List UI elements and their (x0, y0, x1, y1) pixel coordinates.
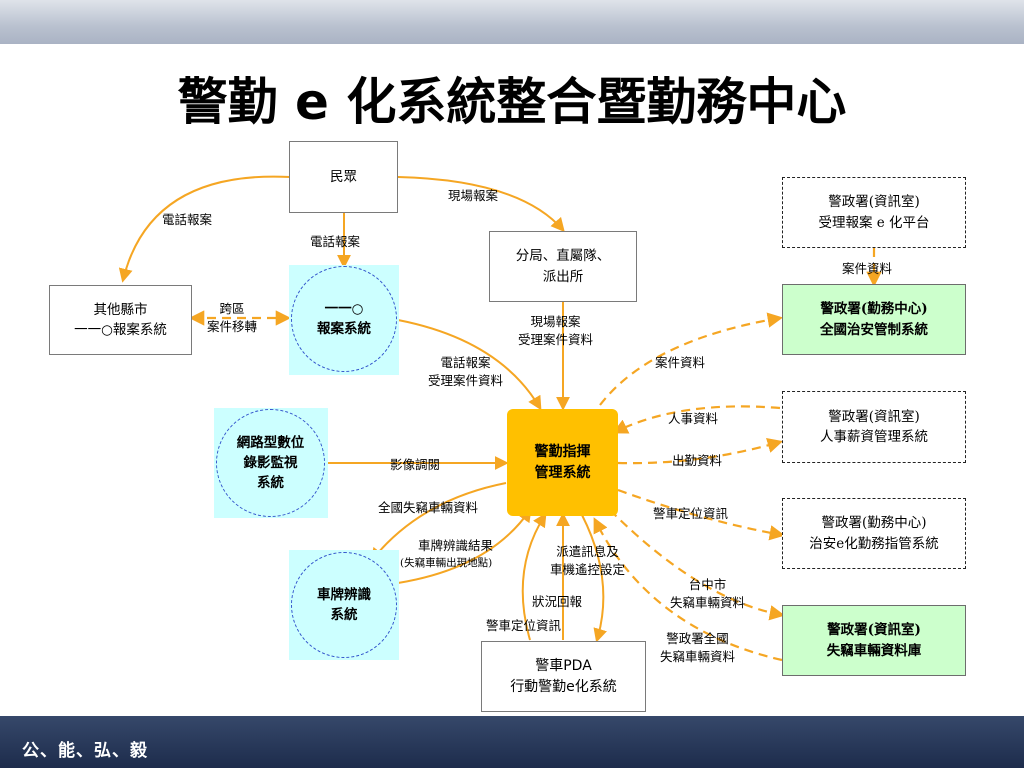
other-city-node: 其他縣市 一一○報案系統 (49, 285, 192, 355)
arrow-core-to-stolen-db (609, 509, 786, 621)
core-command-system: 警勤指揮 管理系統 (507, 409, 618, 516)
arrow-core-to-duty-center (599, 312, 784, 406)
arrow-core-to-duty-e (617, 488, 786, 541)
plate-node: 車牌辨識 系統 (291, 552, 397, 658)
arrow-plate-to-core (397, 507, 532, 584)
label-taichung-stolen: 台中市 失竊車輛資料 (670, 577, 746, 610)
page-title: 警勤 e 化系統整合暨勤務中心 (177, 73, 847, 131)
label-case-data: 案件資料 (655, 355, 706, 370)
public-node: 民眾 (289, 141, 398, 213)
label-car-location-right: 警車定位資訊 (653, 506, 729, 521)
arrow-core-to-pda (581, 514, 607, 643)
npa-stolen-db-node: 警政署(資訊室) 失竊車輛資料庫 (782, 605, 966, 676)
arrow-stolen-db-to-core (593, 517, 783, 662)
label-plate-result: 車牌辨識結果 (418, 538, 494, 553)
arrow-public-to-branch (397, 176, 565, 233)
footer-motto: 公、能、弘、毅 (22, 741, 148, 761)
cctv-node: 網路型數位 錄影監視 系統 (216, 409, 325, 517)
arrow-hr-to-core (612, 405, 781, 434)
label-status-report: 狀況回報 (532, 594, 583, 609)
label-national-stolen: 全國失竊車輛資料 (378, 500, 479, 515)
label-case-data-top: 案件資料 (842, 261, 893, 276)
label-npa-national-stolen: 警政署全國 失竊車輛資料 (660, 631, 736, 664)
label-plate-result-sub: (失竊車輛出現地點) (400, 557, 493, 569)
npa-hr-node: 警政署(資訊室) 人事薪資管理系統 (782, 391, 966, 463)
arrow-public-to-other-city (118, 175, 291, 283)
label-cross-region: 跨區 案件移轉 (207, 301, 258, 334)
label-attendance-data: 出勤資料 (672, 453, 723, 468)
pda-node: 警車PDA 行動警勤e化系統 (481, 641, 646, 712)
npa-it-case-node: 警政署(資訊室) 受理報案 e 化平台 (782, 177, 966, 248)
branch-node: 分局、直屬隊、 派出所 (489, 231, 637, 302)
label-hr-data: 人事資料 (668, 411, 719, 426)
label-onsite-accept: 現場報案 受理案件資料 (518, 314, 594, 347)
label-phone-accept: 電話報案 受理案件資料 (428, 355, 504, 388)
top-banner (0, 0, 1024, 44)
arrow-core-to-hr (617, 438, 783, 465)
arrow-pda-to-core-left (521, 512, 547, 641)
arrow-core-to-plate (370, 482, 507, 563)
label-dispatch-msg: 派遣訊息及 車機遙控設定 (550, 544, 626, 577)
npa-duty-e-node: 警政署(勤務中心) 治安e化勤務指管系統 (782, 498, 966, 569)
sys110-node: 一一○ 報案系統 (291, 266, 397, 372)
arrow-110-to-core (397, 319, 542, 411)
npa-duty-center-node: 警政署(勤務中心) 全國治安管制系統 (782, 284, 966, 355)
label-car-location-bottom: 警車定位資訊 (486, 618, 562, 633)
label-phone-report-left: 電話報案 (162, 212, 213, 227)
label-onsite-report: 現場報案 (448, 188, 499, 203)
label-video-dispatch: 影像調閱 (390, 457, 441, 472)
label-phone-report-mid: 電話報案 (310, 234, 361, 249)
bottom-banner (0, 716, 1024, 768)
